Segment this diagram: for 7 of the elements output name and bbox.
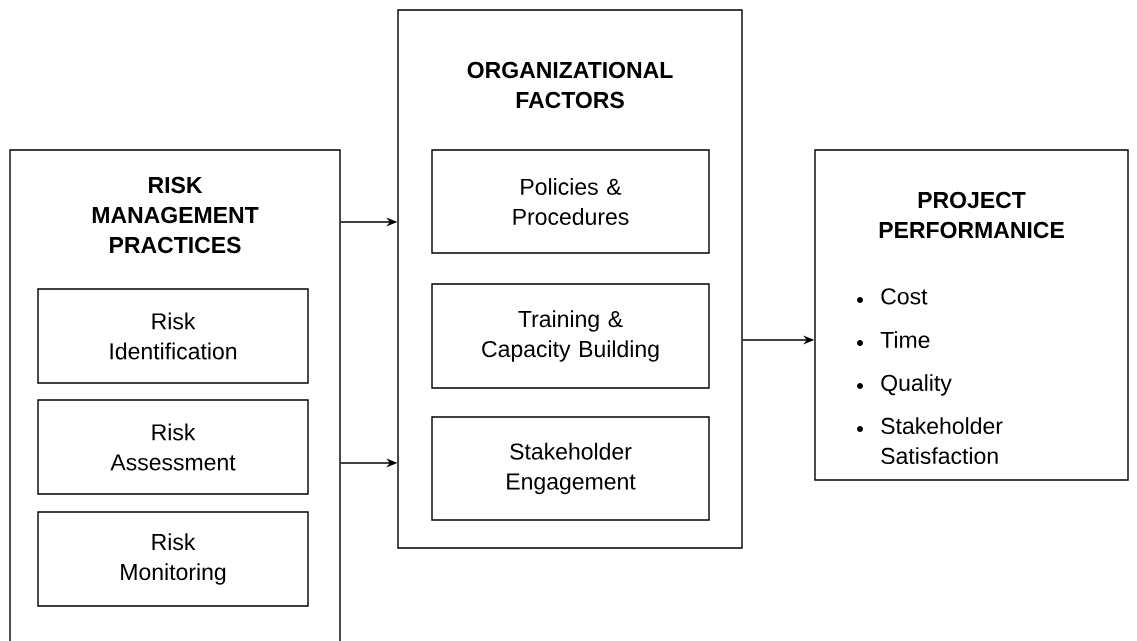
group-box: PROJECT PERFORMANICE Cost Time Quality Stakeholder Satisfaction	[814, 149, 1129, 481]
process-box: Risk Identification	[37, 288, 309, 384]
process-box: Risk Monitoring	[37, 511, 309, 607]
process-box: Risk Assessment	[37, 399, 309, 495]
process-box: Stakeholder Engagement	[431, 416, 710, 521]
process-box: Training & Capacity Building	[431, 283, 710, 389]
process-box: Policies & Procedures	[431, 149, 710, 254]
